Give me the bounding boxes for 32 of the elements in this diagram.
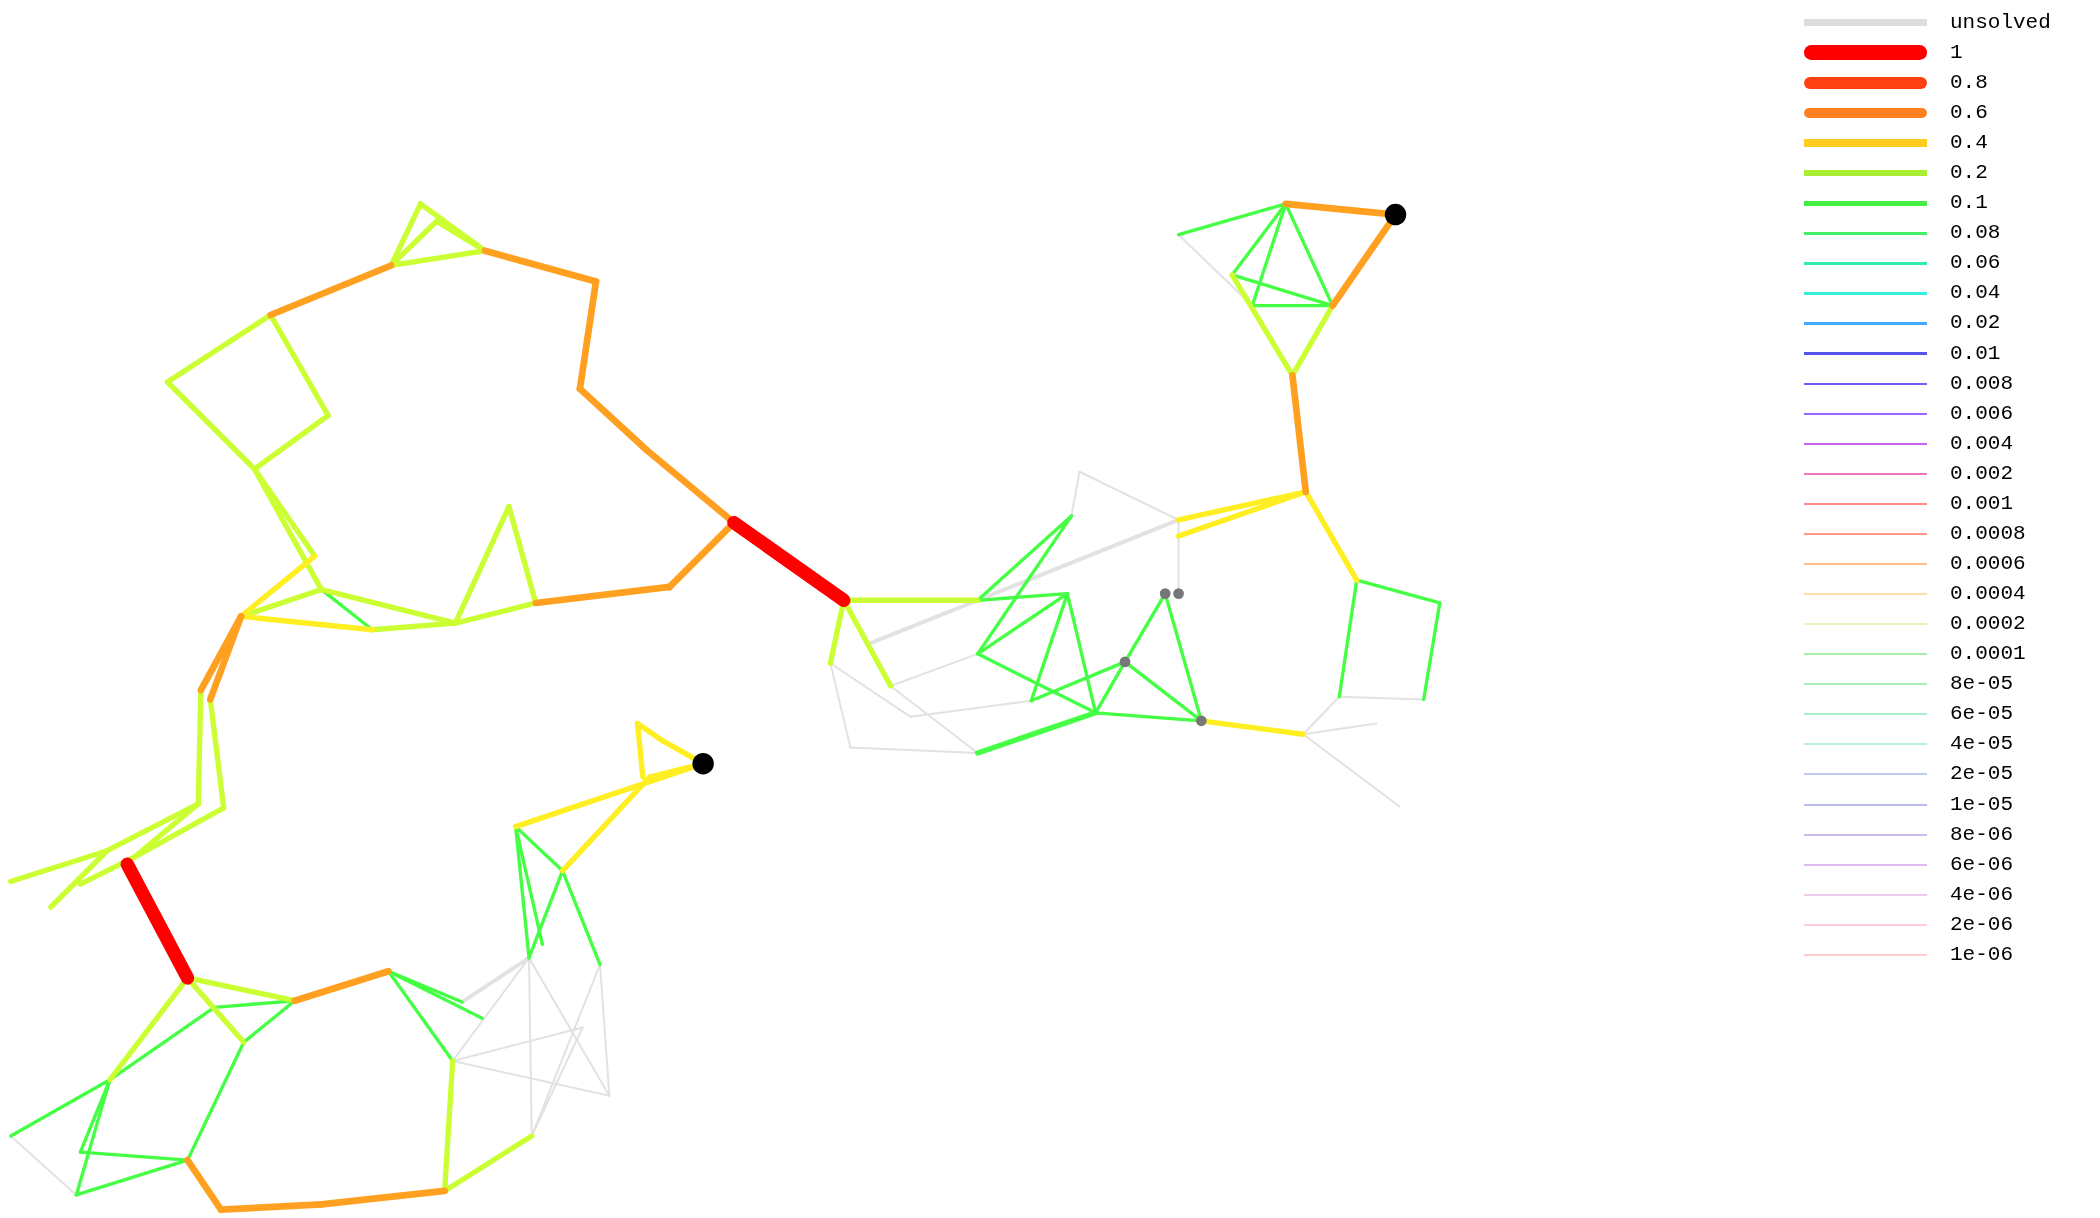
legend-label: 0.08	[1950, 221, 2001, 246]
legend-label: 0.002	[1950, 461, 2013, 486]
legend-label: 0.001	[1950, 491, 2013, 516]
legend-label: 0.0002	[1950, 612, 2026, 637]
legend-label: 8e-05	[1950, 672, 2013, 697]
legend-label: 1e-06	[1950, 942, 2013, 967]
legend-label: 0.0004	[1950, 582, 2026, 607]
legend-label: 1	[1950, 40, 1963, 65]
legend-label: 8e-06	[1950, 822, 2013, 847]
legend-label: 0.06	[1950, 251, 2001, 276]
legend-label: 4e-06	[1950, 882, 2013, 907]
legend-label: 0.02	[1950, 311, 2001, 336]
legend-label: 0.0008	[1950, 521, 2026, 546]
legend-label: 2e-05	[1950, 762, 2013, 787]
legend-label: 4e-05	[1950, 732, 2013, 757]
legend-label: 6e-06	[1950, 852, 2013, 877]
legend-label: 0.6	[1950, 100, 1988, 125]
legend-label: 0.2	[1950, 161, 1988, 186]
legend-label: 1e-05	[1950, 792, 2013, 817]
legend-label: 0.04	[1950, 281, 2001, 306]
legend-label: 0.008	[1950, 371, 2013, 396]
legend-label: unsolved	[1950, 10, 2051, 35]
legend-label: 0.0006	[1950, 551, 2026, 576]
legend-label: 0.004	[1950, 431, 2013, 456]
legend-label: 0.4	[1950, 131, 1988, 156]
legend-label: 0.8	[1950, 70, 1988, 95]
legend-label: 0.0001	[1950, 642, 2026, 667]
legend-label: 6e-05	[1950, 702, 2013, 727]
legend-label: 0.1	[1950, 191, 1988, 216]
legend-label: 0.01	[1950, 341, 2001, 366]
legend-label: 0.006	[1950, 401, 2013, 426]
legend-label: 2e-06	[1950, 912, 2013, 937]
